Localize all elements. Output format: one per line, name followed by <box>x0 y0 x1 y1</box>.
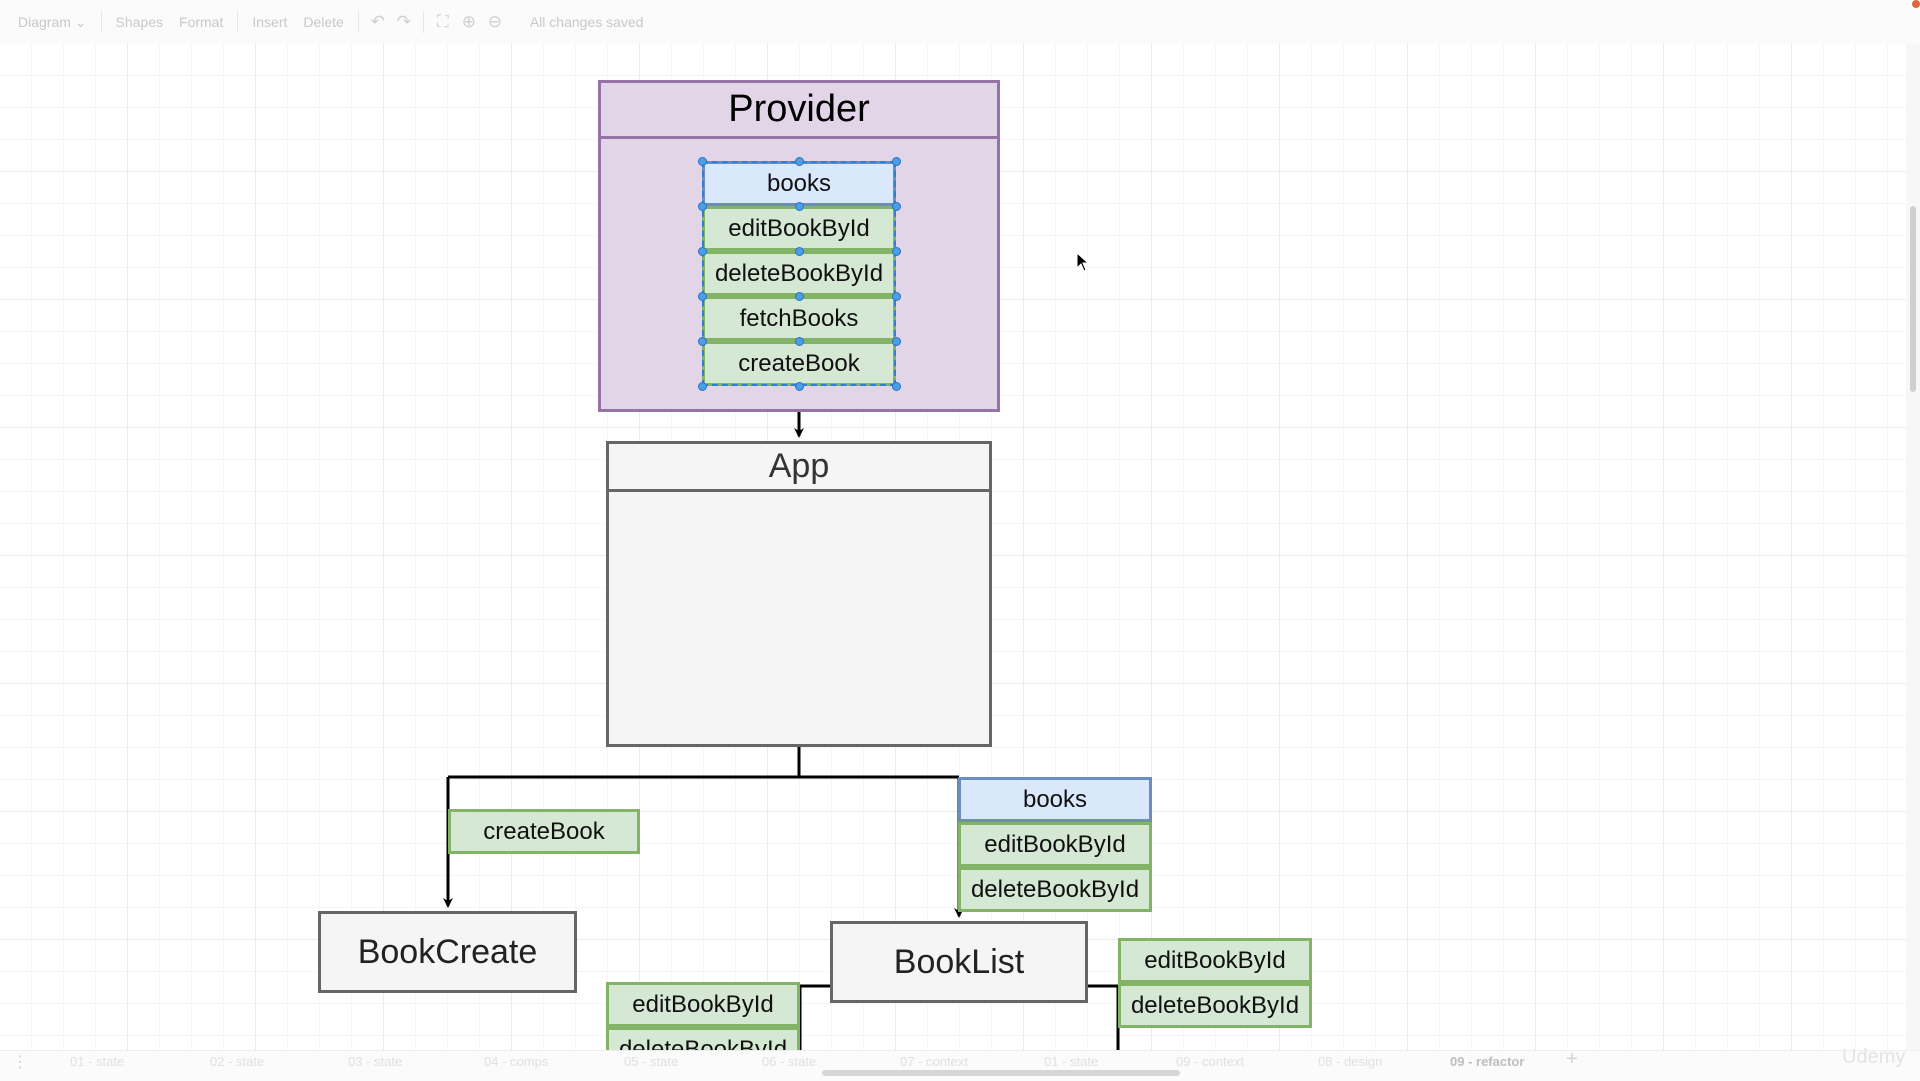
page-tab[interactable]: 04 - comps <box>484 1054 549 1069</box>
resize-handle[interactable] <box>794 381 804 391</box>
resize-handle[interactable] <box>697 246 707 256</box>
resize-handle[interactable] <box>891 291 901 301</box>
booklist-prop-delete[interactable]: deleteBookById <box>958 867 1152 912</box>
toolbar: Diagram ⌄ Shapes Format Insert Delete ↶ … <box>0 0 1920 45</box>
mouse-cursor-icon <box>1076 252 1090 272</box>
resize-handle[interactable] <box>697 381 707 391</box>
page-tab[interactable]: 01 - state <box>1044 1054 1099 1069</box>
resize-handle[interactable] <box>794 246 804 256</box>
page-tab[interactable]: 09 - refactor <box>1450 1054 1525 1069</box>
booklist-prop-books[interactable]: books <box>958 777 1152 822</box>
redo-icon[interactable]: ↷ <box>396 12 411 31</box>
resize-handle[interactable] <box>891 336 901 346</box>
page-tab[interactable]: 09 - context <box>1176 1054 1244 1069</box>
resize-handle[interactable] <box>891 381 901 391</box>
resize-handle[interactable] <box>794 156 804 166</box>
resize-handle[interactable] <box>697 156 707 166</box>
right-child-props-stack[interactable]: editBookById deleteBookById <box>1118 938 1312 1028</box>
provider-title: Provider <box>601 83 997 139</box>
chevron-down-icon: ⌄ <box>74 13 87 30</box>
vertical-scrollbar-thumb[interactable] <box>1910 206 1916 392</box>
horizontal-scrollbar-thumb[interactable] <box>822 1070 1180 1076</box>
resize-handle[interactable] <box>794 201 804 211</box>
save-status: All changes saved <box>529 14 644 30</box>
resize-handle[interactable] <box>697 201 707 211</box>
divider <box>237 11 239 33</box>
app-title: App <box>609 444 989 492</box>
page-tab[interactable]: 08 - design <box>1318 1054 1383 1069</box>
notification-dot <box>1912 0 1920 8</box>
page-tab[interactable]: 06 - state <box>762 1054 817 1069</box>
resize-handle[interactable] <box>891 201 901 211</box>
resize-handle[interactable] <box>794 336 804 346</box>
provider-prop-edit[interactable]: editBookById <box>702 206 896 251</box>
add-page-icon[interactable]: + <box>1566 1048 1578 1070</box>
page-tab[interactable]: 02 - state <box>210 1054 265 1069</box>
provider-props-stack[interactable]: books editBookById deleteBookById fetchB… <box>702 161 896 386</box>
zoom-in-icon[interactable]: ⊕ <box>461 12 476 31</box>
bookcreate-component[interactable]: BookCreate <box>318 911 577 993</box>
page-tab[interactable]: 03 - state <box>348 1054 403 1069</box>
vertical-scrollbar[interactable] <box>1906 44 1920 1062</box>
delete-button[interactable]: Delete <box>303 14 344 30</box>
page-tab[interactable]: 07 - context <box>900 1054 968 1069</box>
zoom-out-icon[interactable]: ⊖ <box>487 12 502 31</box>
insert-button[interactable]: Insert <box>252 14 288 30</box>
diagram-menu-label: Diagram <box>18 13 71 30</box>
shapes-button[interactable]: Shapes <box>115 14 164 30</box>
resize-handle[interactable] <box>697 336 707 346</box>
right-child-prop-edit[interactable]: editBookById <box>1118 938 1312 983</box>
divider <box>422 11 424 33</box>
booklist-prop-edit[interactable]: editBookById <box>958 822 1152 867</box>
format-button[interactable]: Format <box>179 14 224 30</box>
diagram-menu[interactable]: Diagram ⌄ <box>10 14 95 31</box>
fullscreen-icon[interactable]: ⛶ <box>436 12 449 31</box>
divider <box>100 11 102 33</box>
booklist-props-stack[interactable]: books editBookById deleteBookById <box>958 777 1152 912</box>
pages-menu-icon[interactable]: ⋮ <box>12 1054 28 1071</box>
provider-prop-delete[interactable]: deleteBookById <box>702 251 896 296</box>
bookcreate-prop-create[interactable]: createBook <box>448 809 640 854</box>
resize-handle[interactable] <box>697 291 707 301</box>
booklist-component[interactable]: BookList <box>830 921 1088 1003</box>
page-tab[interactable]: 05 - state <box>624 1054 679 1069</box>
provider-prop-create[interactable]: createBook <box>702 341 896 386</box>
right-child-prop-delete[interactable]: deleteBookById <box>1118 983 1312 1028</box>
divider <box>357 11 359 33</box>
resize-handle[interactable] <box>794 291 804 301</box>
app-component[interactable]: App <box>606 441 992 747</box>
undo-icon[interactable]: ↶ <box>370 12 385 31</box>
page-tab[interactable]: 01 - state <box>70 1054 125 1069</box>
resize-handle[interactable] <box>891 246 901 256</box>
provider-prop-fetch[interactable]: fetchBooks <box>702 296 896 341</box>
left-child-prop-edit[interactable]: editBookById <box>606 982 800 1027</box>
udemy-watermark: Udemy <box>1842 1046 1906 1068</box>
resize-handle[interactable] <box>891 156 901 166</box>
provider-prop-books[interactable]: books <box>702 161 896 206</box>
